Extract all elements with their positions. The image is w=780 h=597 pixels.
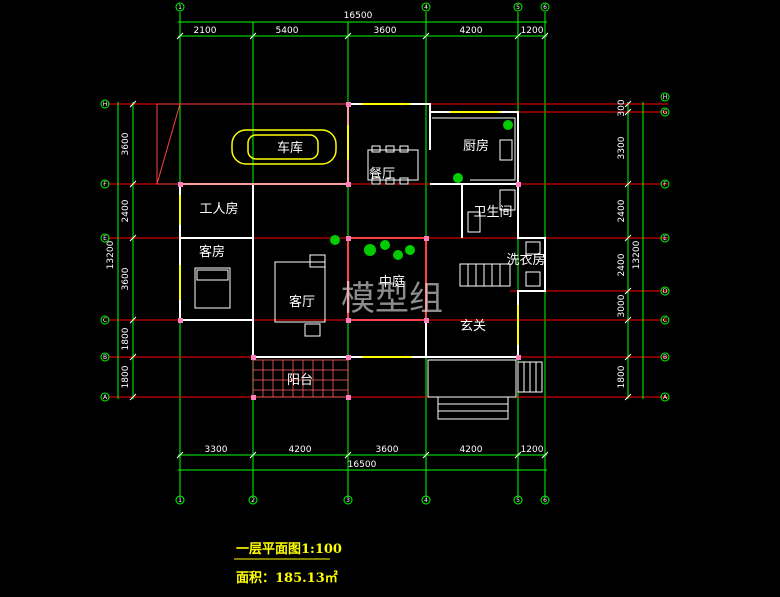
svg-text:5: 5: [516, 4, 520, 11]
svg-text:F: F: [103, 181, 107, 188]
caption-title: 一层平面图1:100: [236, 542, 342, 557]
svg-text:4200: 4200: [289, 445, 312, 455]
room-label-foyer: 玄关: [460, 319, 486, 334]
guest-bed-icon: [194, 267, 231, 309]
room-label-bathroom: 卫生间: [473, 205, 512, 220]
room-label-garage: 车库: [277, 140, 303, 156]
svg-text:B: B: [103, 354, 107, 361]
top-dimension-text: 16500 2100 5400 3600 4200 1200: [194, 11, 544, 36]
svg-text:3600: 3600: [376, 445, 399, 455]
room-label-balcony: 阳台: [287, 373, 313, 388]
dimension-lines: [117, 21, 644, 471]
living-furniture: [274, 254, 326, 337]
svg-text:5: 5: [516, 497, 520, 504]
windows: [179, 103, 519, 358]
svg-text:1800: 1800: [617, 365, 627, 388]
svg-text:3: 3: [346, 497, 350, 504]
room-label-dining: 餐厅: [369, 166, 395, 182]
bathroom-fixtures: [467, 189, 516, 233]
svg-text:2400: 2400: [617, 199, 627, 222]
svg-text:C: C: [663, 317, 667, 324]
room-label-kitchen: 厨房: [463, 138, 489, 154]
svg-text:1200: 1200: [521, 26, 544, 36]
svg-text:300: 300: [617, 99, 627, 116]
dining-table-icon: [367, 145, 419, 185]
svg-text:2400: 2400: [617, 253, 627, 276]
plant-icons: [330, 120, 513, 260]
svg-text:F: F: [663, 181, 667, 188]
svg-text:2100: 2100: [194, 26, 217, 36]
svg-text:H: H: [103, 101, 108, 108]
caption-area: 面积：185.13㎡: [236, 570, 338, 586]
bottom-dimension-text: 3300 4200 3600 4200 1200 16500: [205, 445, 544, 470]
svg-text:G: G: [663, 109, 668, 116]
svg-text:16500: 16500: [344, 11, 373, 21]
svg-text:C: C: [103, 317, 107, 324]
svg-text:2400: 2400: [121, 199, 131, 222]
caption: 一层平面图1:100 面积：185.13㎡: [234, 542, 342, 586]
dimension-ticks: [129, 32, 632, 459]
svg-text:1: 1: [178, 497, 182, 504]
svg-text:B: B: [663, 354, 667, 361]
svg-text:3300: 3300: [617, 136, 627, 159]
svg-text:16500: 16500: [348, 460, 377, 470]
laundry-fixtures: [525, 241, 541, 287]
axis-bubbles: [100, 2, 670, 505]
room-label-guest: 客房: [199, 244, 225, 260]
svg-text:6: 6: [543, 497, 547, 504]
balcony-hatch: [252, 359, 349, 398]
svg-text:4200: 4200: [460, 26, 483, 36]
svg-text:4200: 4200: [460, 445, 483, 455]
room-labels: 车库 餐厅 厨房 工人房 卫生间 客房 洗衣房 客厅 中庭 玄关 阳台: [199, 138, 546, 388]
svg-text:1: 1: [178, 4, 182, 11]
porch-outline: [427, 359, 517, 398]
room-label-laundry: 洗衣房: [506, 252, 545, 268]
svg-text:3000: 3000: [617, 294, 627, 317]
svg-text:1800: 1800: [121, 327, 131, 350]
svg-text:3300: 3300: [205, 445, 228, 455]
svg-text:A: A: [103, 394, 108, 401]
car-icon: [231, 129, 337, 165]
entrance-steps: [437, 361, 543, 420]
svg-text:H: H: [663, 94, 668, 101]
watermark: 模型组: [341, 279, 443, 319]
svg-text:6: 6: [543, 4, 547, 11]
svg-text:13200: 13200: [106, 240, 116, 269]
room-label-courtyard: 中庭: [379, 274, 405, 290]
courtyard-border: [347, 237, 427, 321]
svg-text:3600: 3600: [121, 132, 131, 155]
svg-text:4: 4: [424, 497, 428, 504]
axis-bubble-labels: 1 4 5 6 1 2 3 4 5 6 H F E C B A H G F E …: [103, 4, 668, 504]
svg-text:D: D: [663, 288, 668, 295]
svg-text:3600: 3600: [374, 26, 397, 36]
svg-text:A: A: [663, 394, 668, 401]
svg-text:13200: 13200: [632, 240, 642, 269]
svg-text:3600: 3600: [121, 267, 131, 290]
svg-text:E: E: [103, 235, 107, 242]
columns: [178, 102, 521, 400]
right-dimension-text: 300 3300 2400 2400 3000 1800 13200: [617, 99, 642, 388]
stairs-icon: [459, 263, 511, 287]
svg-text:E: E: [663, 235, 667, 242]
kitchen-counter: [432, 117, 516, 181]
left-dimension-text: 3600 2400 3600 1800 1800 13200: [106, 132, 131, 388]
room-label-worker: 工人房: [199, 201, 238, 217]
svg-text:1800: 1800: [121, 365, 131, 388]
svg-text:2: 2: [251, 497, 255, 504]
room-label-living: 客厅: [289, 294, 315, 310]
svg-text:4: 4: [424, 4, 428, 11]
svg-text:5400: 5400: [276, 26, 299, 36]
svg-text:1200: 1200: [521, 445, 544, 455]
